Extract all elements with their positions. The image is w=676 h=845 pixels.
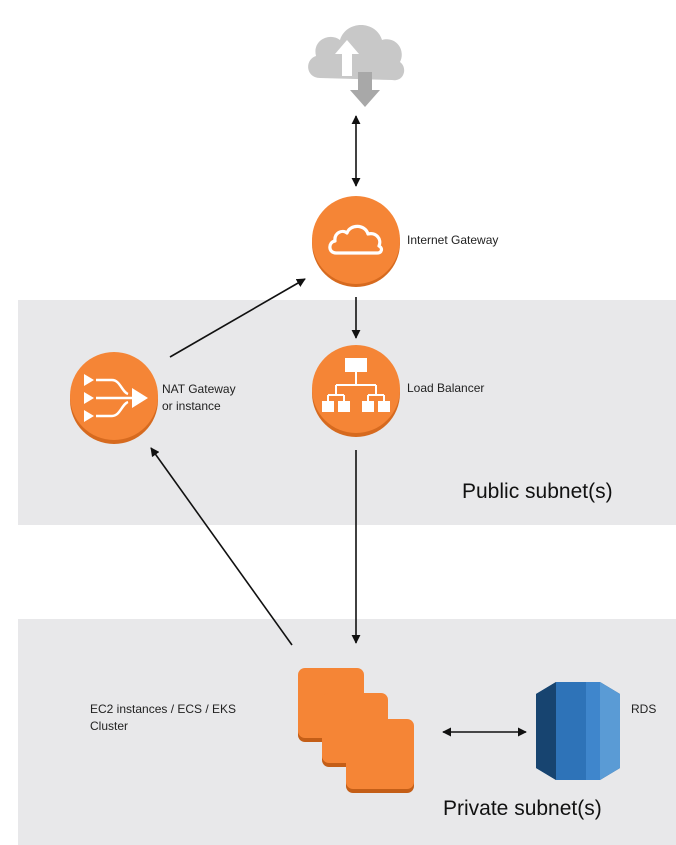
nat-gateway-label-line1: NAT Gateway	[162, 382, 236, 396]
compute-label-line2: Cluster	[90, 719, 129, 733]
nat-gateway-label-line2: or instance	[162, 399, 221, 413]
arrow-nat-igw	[169, 278, 306, 358]
compute-label-line1: EC2 instances / ECS / EKS	[90, 702, 237, 716]
rds-label: RDS	[631, 702, 657, 716]
internet-gateway-label: Internet Gateway	[407, 233, 499, 247]
private-subnet-title: Private subnet(s)	[443, 797, 602, 820]
database-icon	[536, 682, 620, 780]
load-balancer-icon	[312, 345, 400, 437]
internet-gateway-icon	[312, 196, 400, 287]
load-balancer-label: Load Balancer	[407, 381, 485, 395]
arrow-compute-nat	[150, 447, 293, 646]
ec2-instances-icon	[298, 668, 414, 793]
nat-gateway-icon	[70, 352, 158, 444]
public-subnet-title: Public subnet(s)	[462, 480, 613, 503]
internet-cloud-icon	[308, 25, 405, 107]
